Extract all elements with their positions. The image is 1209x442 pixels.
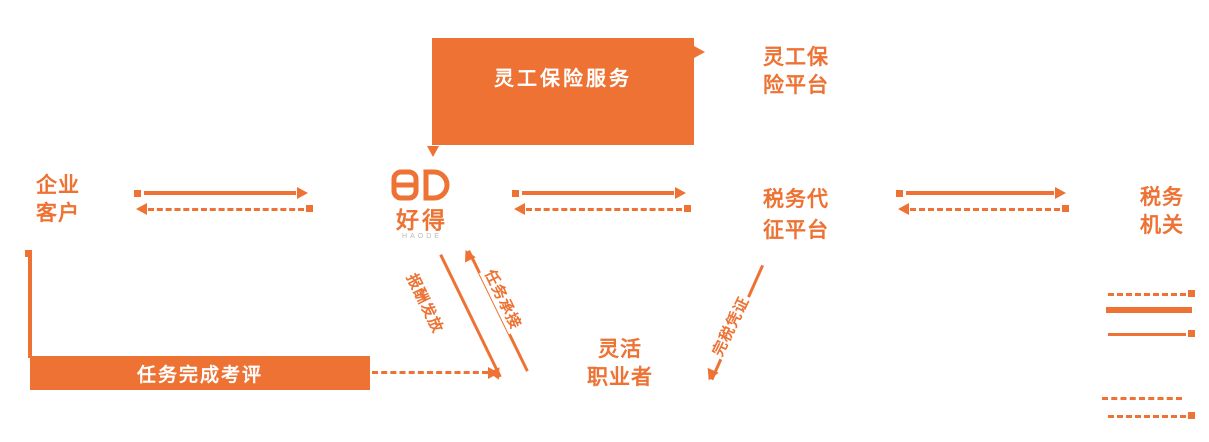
- arrow-down-to-platform-icon: [427, 146, 439, 157]
- task-acceptance-label: 任务承接: [479, 264, 528, 335]
- insurance-service-box: 灵工保险服务: [432, 38, 694, 145]
- right-stack-solid-line-2: [1108, 333, 1186, 336]
- platform-logo-subtext: HAODE: [402, 233, 442, 240]
- insurance-platform-line2: 险平台: [763, 74, 829, 97]
- node-enterprise-customer: 企业 客户: [26, 172, 90, 228]
- connector3-end-marker: [1062, 205, 1069, 212]
- connector2-start-marker: [512, 190, 519, 197]
- right-stack-dashed-line-3: [1108, 415, 1186, 418]
- tax-certificate-arrow-icon: [703, 367, 719, 383]
- tax-authority-line2: 机关: [1140, 214, 1184, 237]
- connector1-arrow-right-icon: [297, 187, 308, 199]
- right-stack-dashed-line-2: [1102, 397, 1182, 400]
- right-stack-marker-2: [1188, 330, 1195, 337]
- evaluation-line-start-marker: [25, 250, 32, 257]
- insurance-platform-line1: 灵工保: [763, 46, 829, 69]
- right-stack-marker-3: [1188, 412, 1195, 419]
- connector2-dashed-line: [526, 208, 682, 211]
- evaluation-arrow-right-icon: [488, 367, 499, 379]
- tax-collection-platform-line2: 征平台: [763, 219, 829, 242]
- connector1-solid-line: [144, 191, 296, 195]
- platform-logo-icon: [391, 169, 450, 201]
- flexible-worker-line1: 灵活: [598, 338, 642, 361]
- node-insurance-platform: 灵工保 险平台: [756, 44, 836, 100]
- right-stack-solid-line-1: [1106, 307, 1192, 313]
- pay-distribution-label: 报酬发放: [401, 268, 450, 339]
- task-evaluation-label: 任务完成考评: [136, 364, 263, 386]
- connector2-end-marker: [684, 205, 691, 212]
- evaluation-vertical-line: [28, 254, 32, 358]
- node-flexible-worker: 灵活 职业者: [582, 336, 658, 392]
- connector1-dashed-line: [148, 208, 304, 211]
- connector3-arrow-left-icon: [898, 203, 909, 215]
- connector3-start-marker: [896, 190, 903, 197]
- tax-authority-line1: 税务: [1140, 186, 1184, 209]
- connector3-solid-line: [906, 191, 1054, 195]
- right-stack-marker-1: [1188, 290, 1195, 297]
- platform-logo: 好得 HAODE: [382, 168, 462, 241]
- enterprise-customer-line2: 客户: [36, 202, 80, 225]
- arrow-right-to-insurance-platform-icon: [694, 46, 705, 58]
- node-tax-authority: 税务 机关: [1130, 184, 1194, 240]
- flexible-worker-line2: 职业者: [587, 366, 653, 389]
- connector2-solid-line: [522, 191, 674, 195]
- task-acceptance-arrow-icon: [460, 247, 476, 263]
- task-evaluation-bar: 任务完成考评: [30, 356, 370, 390]
- tax-collection-platform-line1: 税务代: [763, 188, 829, 211]
- connector1-start-marker: [134, 190, 141, 197]
- connector1-arrow-left-icon: [136, 203, 147, 215]
- connector1-end-marker: [306, 205, 313, 212]
- platform-logo-wordmark: 好得: [396, 207, 448, 233]
- evaluation-dashed-line: [372, 371, 488, 374]
- tax-certificate-label: 完税凭证: [706, 290, 755, 362]
- insurance-service-box-label: 灵工保险服务: [494, 68, 632, 90]
- connector2-arrow-right-icon: [675, 187, 686, 199]
- right-stack-dashed-line-1: [1108, 293, 1186, 296]
- connector3-arrow-right-icon: [1055, 187, 1066, 199]
- node-tax-collection-platform: 税务代 征平台: [752, 184, 840, 246]
- connector2-arrow-left-icon: [514, 203, 525, 215]
- connector3-dashed-line: [910, 208, 1060, 211]
- enterprise-customer-line1: 企业: [36, 174, 80, 197]
